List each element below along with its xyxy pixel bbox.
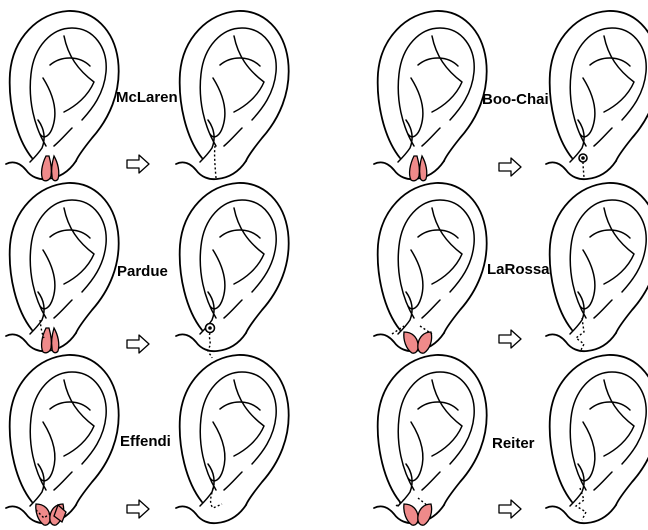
ear-before-icon [6, 183, 119, 351]
incision-markings [42, 156, 59, 181]
right-arrow-icon [127, 500, 149, 518]
right-arrow-icon [127, 155, 149, 173]
right-arrow-icon [127, 335, 149, 353]
technique-mclaren: McLaren [6, 11, 289, 181]
ear-after-icon [176, 183, 289, 351]
ear-after-icon [176, 355, 289, 523]
technique-label: Effendi [120, 433, 171, 450]
technique-label: Boo-Chai [482, 91, 549, 108]
suture-line [208, 333, 212, 358]
suture-line [576, 488, 586, 520]
ear-after-icon [546, 355, 648, 523]
ear-before-icon [374, 183, 487, 351]
incision-markings [410, 156, 427, 181]
suture-line [583, 162, 584, 180]
suture-line [215, 146, 216, 178]
ear-after-icon [546, 183, 648, 351]
right-arrow-icon [499, 500, 521, 518]
technique-effendi: Effendi [6, 355, 289, 525]
ear-after-icon [176, 11, 289, 179]
technique-reiter: Reiter [374, 355, 648, 525]
technique-boo-chai: Boo-Chai [374, 11, 648, 181]
incision-markings [42, 328, 59, 353]
technique-larossa: LaRossa [374, 183, 648, 353]
right-arrow-icon [499, 158, 521, 176]
ear-before-icon [374, 11, 487, 179]
technique-label: Reiter [492, 435, 535, 452]
ear-before-icon [374, 355, 487, 523]
incision-markings [404, 504, 432, 525]
suture-line [211, 484, 222, 508]
ear-after-icon [546, 11, 648, 179]
incision-markings [404, 332, 432, 353]
technique-label: Pardue [117, 263, 168, 280]
right-arrow-icon [499, 330, 521, 348]
technique-label: LaRossa [487, 261, 550, 278]
ear-before-icon [6, 11, 119, 179]
ear-before-icon [6, 355, 119, 523]
technique-pardue: Pardue [6, 183, 289, 358]
technique-label: McLaren [116, 89, 178, 106]
